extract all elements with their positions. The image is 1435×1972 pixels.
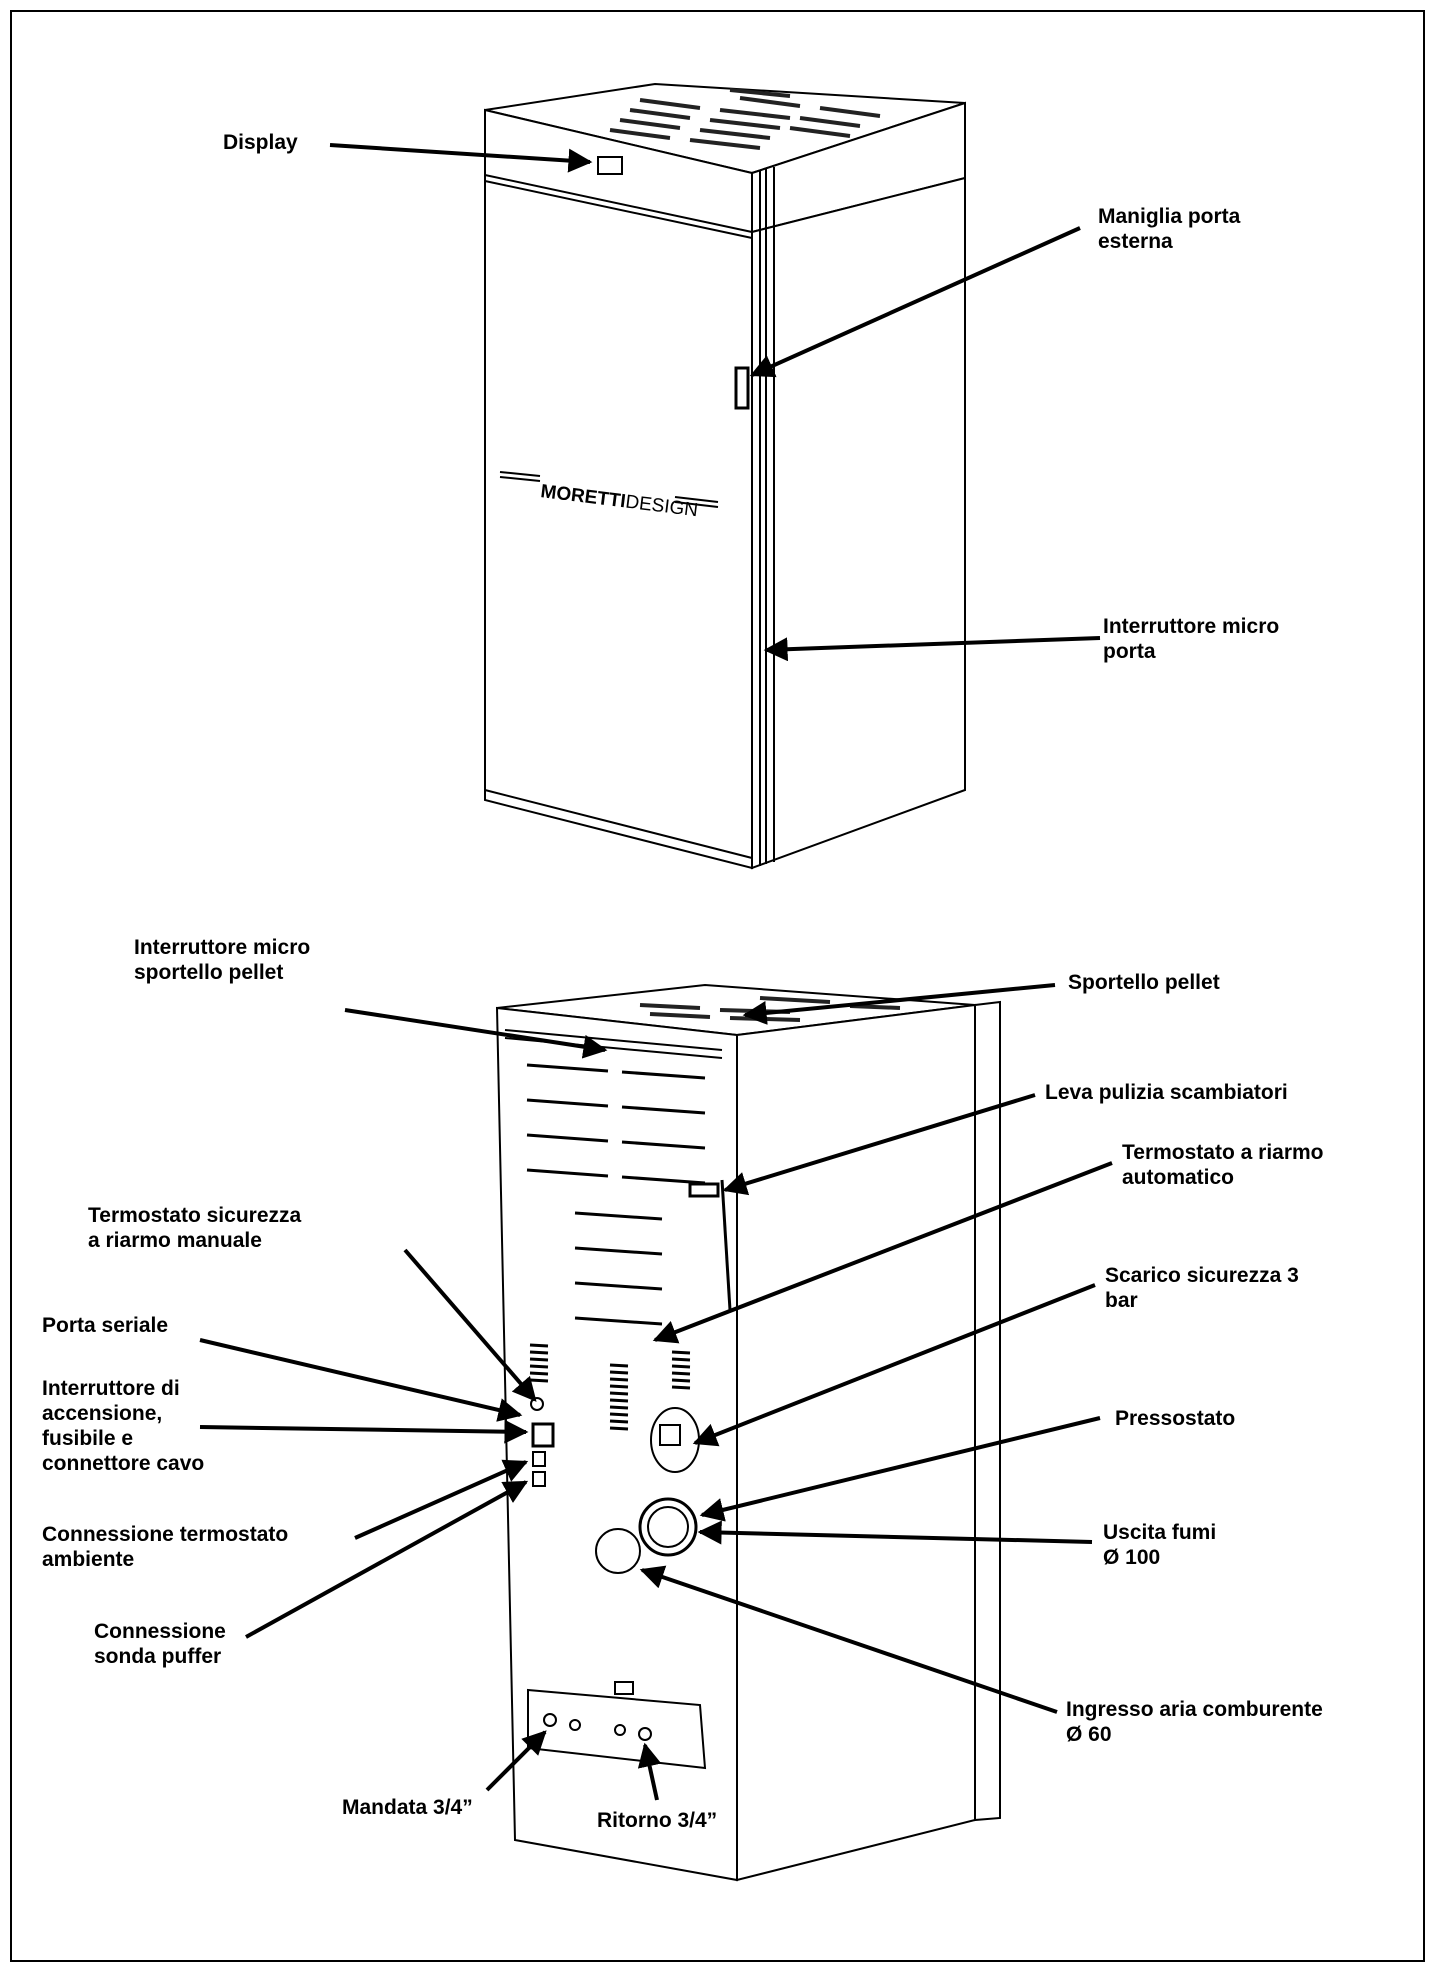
air-intake [595, 1528, 641, 1574]
puffer-probe-connector [532, 1471, 546, 1487]
label-termostato-riarmo-automatico: Termostato a riarmo automatico [1122, 1141, 1324, 1189]
label-display: Display [223, 131, 298, 154]
cleaning-lever [688, 1182, 720, 1198]
display-box [597, 156, 623, 175]
brand-logo-lines [499, 471, 719, 508]
arrow-interruttore [199, 1419, 529, 1444]
stove-front-view [484, 82, 966, 870]
arrow-micro-sportello [344, 1008, 608, 1059]
label-sportello-pellet: Sportello pellet [1068, 971, 1220, 994]
label-connessione-sonda-puffer: Connessione sonda puffer [94, 1620, 226, 1668]
label-interruttore-micro-sportello-pellet: Interruttore micro sportello pellet [134, 936, 311, 984]
label-maniglia-porta-esterna: Maniglia porta esterna [1098, 205, 1241, 253]
arrow-uscita-fumi [697, 1520, 1093, 1545]
arrow-pressostato [699, 1416, 1101, 1522]
arrow-sportello-pellet [742, 983, 1056, 1025]
label-connessione-termostato-ambiente: Connessione termostato ambiente [42, 1523, 289, 1571]
arrow-termostato-sicurezza [403, 1248, 537, 1402]
arrow-leva [722, 1093, 1036, 1196]
arrow-porta-seriale [199, 1338, 523, 1422]
arrow-display [329, 143, 593, 173]
arrow-termostato-auto [652, 1161, 1113, 1344]
label-leva-pulizia-scambiatori: Leva pulizia scambiatori [1045, 1081, 1288, 1104]
label-ingresso-aria-comburente: Ingresso aria comburente Ø 60 [1066, 1698, 1323, 1746]
label-ritorno: Ritorno 3/4” [597, 1809, 718, 1832]
arrow-micro-porta [763, 636, 1101, 662]
mandata-connector [543, 1713, 557, 1727]
label-interruttore-micro-porta: Interruttore micro porta [1103, 615, 1280, 663]
top-vents [609, 88, 881, 150]
label-pressostato: Pressostato [1115, 1407, 1236, 1430]
power-switch [531, 1422, 555, 1448]
rear-louvers [526, 1063, 706, 1326]
label-termostato-sicurezza: Termostato sicurezza a riarmo manuale [88, 1204, 302, 1252]
stove-rear-view [495, 983, 1001, 1882]
label-porta-seriale: Porta seriale [42, 1314, 169, 1337]
arrow-termostato-ambiente [354, 1459, 529, 1540]
arrow-ritorno [637, 1742, 662, 1801]
ritorno-connector [638, 1727, 652, 1741]
label-uscita-fumi: Uscita fumi Ø 100 [1103, 1521, 1217, 1569]
small-vent-grids [529, 1343, 691, 1431]
arrow-mandata [485, 1730, 547, 1792]
label-scarico-sicurezza: Scarico sicurezza 3 bar [1105, 1264, 1299, 1312]
arrow-ingresso-aria [639, 1565, 1058, 1714]
label-interruttore-accensione: Interruttore di accensione, fusibile e c… [42, 1377, 205, 1475]
label-mandata: Mandata 3/4” [342, 1796, 473, 1819]
arrow-sonda-puffer [245, 1480, 529, 1639]
arrow-maniglia [749, 226, 1081, 378]
door-handle [734, 366, 750, 410]
callout-arrows [199, 143, 1113, 1801]
arrow-scarico [692, 1283, 1096, 1447]
room-thermostat-connector [532, 1451, 546, 1467]
diagram-frame [10, 10, 1425, 1962]
